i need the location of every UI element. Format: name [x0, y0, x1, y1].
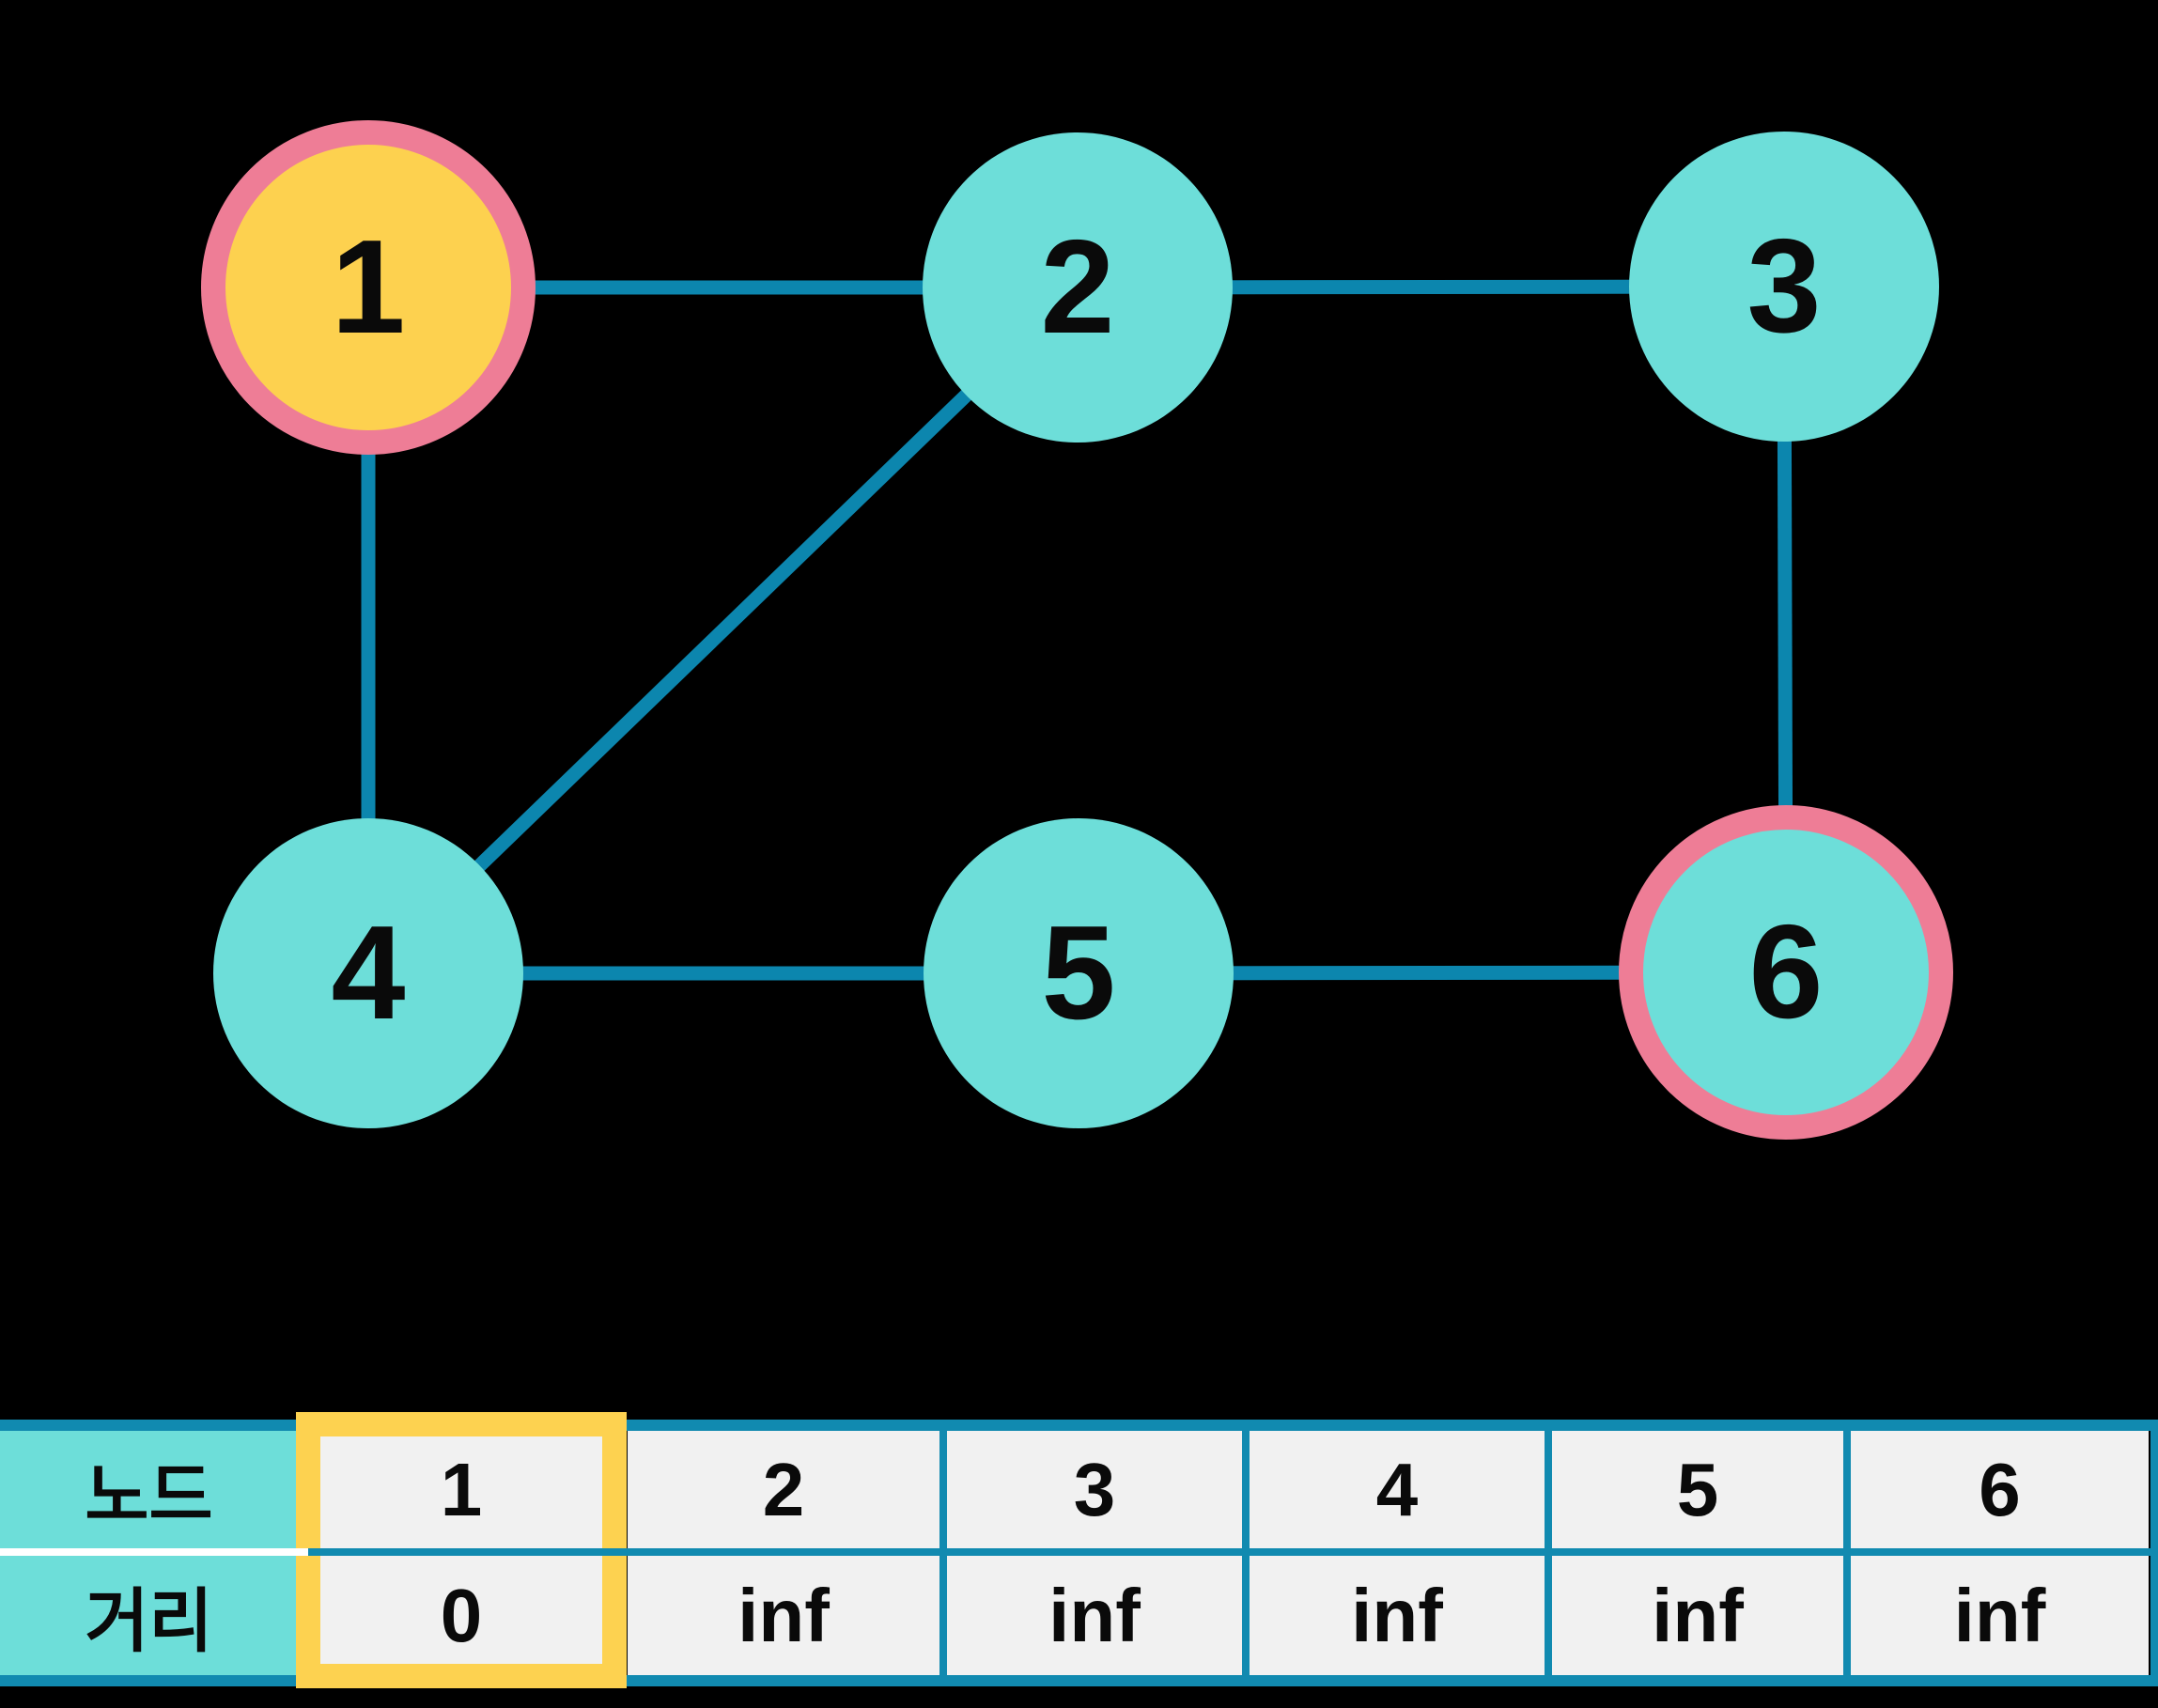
node-cell-3: 3: [947, 1431, 1242, 1548]
distance-cell-5: inf: [1552, 1556, 1843, 1675]
graph-node-6: 6: [1619, 805, 1953, 1140]
node-cell-1: 1: [320, 1431, 602, 1548]
distance-cell-1: 0: [320, 1556, 602, 1675]
graph-node-5: 5: [924, 818, 1234, 1128]
row-header-distance: 거리: [0, 1556, 298, 1675]
graph-node-3: 3: [1629, 132, 1939, 442]
row-divider-blue: [308, 1548, 2158, 1556]
graph-node-1: 1: [201, 120, 536, 455]
graph-node-2: 2: [923, 132, 1233, 443]
node-cell-2: 2: [628, 1431, 939, 1548]
graph-node-4: 4: [213, 818, 523, 1128]
distance-cell-2: inf: [628, 1556, 939, 1675]
node-cell-5: 5: [1552, 1431, 1843, 1548]
node-cell-4: 4: [1250, 1431, 1545, 1548]
row-header-node: 노드: [0, 1431, 298, 1548]
distance-cell-6: inf: [1851, 1556, 2149, 1675]
distance-cell-4: inf: [1250, 1556, 1545, 1675]
edge-2-4: [363, 282, 1083, 979]
distance-cell-3: inf: [947, 1556, 1242, 1675]
row-divider-white: [0, 1548, 308, 1556]
node-cell-6: 6: [1851, 1431, 2149, 1548]
